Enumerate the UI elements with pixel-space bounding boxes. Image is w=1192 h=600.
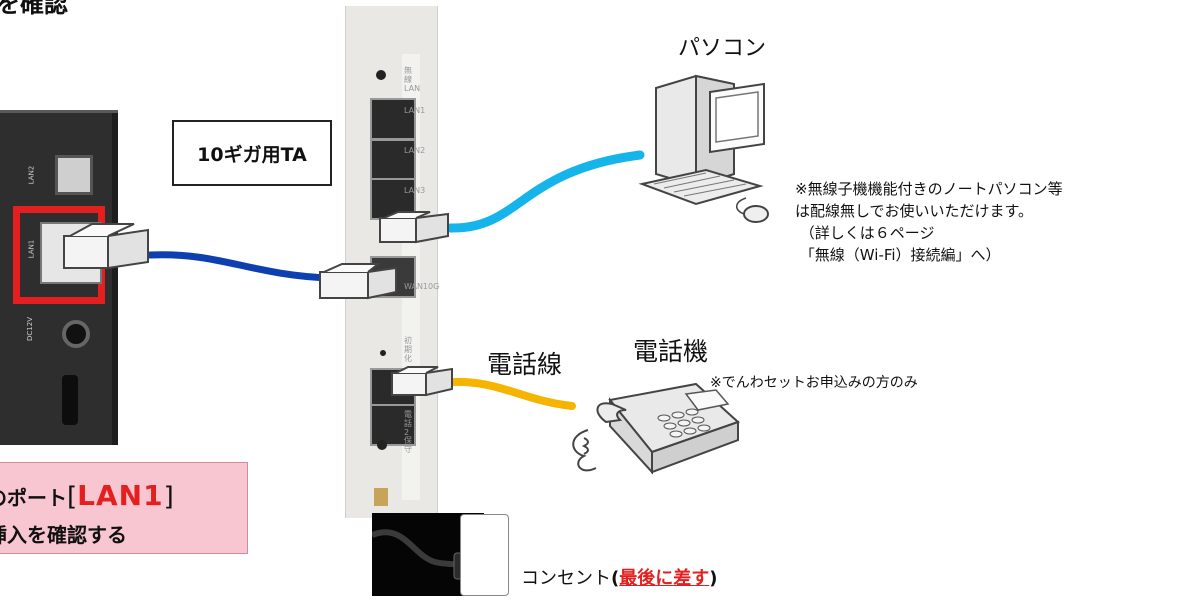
lan-plug-ta-lan (379, 211, 449, 244)
router-slot (62, 375, 78, 425)
ta-init-button (380, 350, 386, 356)
wall-outlet (460, 514, 509, 596)
ta-label-init: 初期化 (404, 336, 412, 363)
ta-wireless-led (376, 70, 386, 80)
lan1-notice-box: のポート[LAN1] 挿入を確認する (0, 462, 248, 554)
notice-port-name: LAN1 (77, 479, 164, 512)
ta-bottom-tab (374, 488, 388, 506)
ta-maintenance-led (377, 440, 387, 450)
notice-prefix: のポート (0, 486, 67, 510)
ta-tel2-port (370, 404, 416, 446)
ta-label-wireless: 無線LAN (404, 66, 421, 93)
phone-plug (391, 366, 453, 397)
lan-plug-router (63, 223, 149, 270)
ta-label-lan2: LAN2 (404, 146, 426, 155)
lan-cable-ta-to-pc (445, 150, 645, 233)
ta-label-save: 保守 (404, 436, 412, 454)
phone-cable (446, 377, 576, 410)
desktop-pc-icon (638, 74, 769, 223)
onu-router-photo: LAN2 LAN1 DC12V (0, 110, 118, 445)
section-title-fragment: を確認 (0, 0, 68, 18)
ta-label-lan1: LAN1 (404, 106, 426, 115)
pc-wireless-note: ※無線子機機能付きのノートパソコン等 は配線無しでお使いいただけます。 （詳しく… (795, 180, 1063, 264)
notice-bracket-close: ] (163, 482, 174, 512)
lan-plug-ta-wan (319, 263, 397, 300)
lan-cable-router-to-ta (146, 251, 334, 282)
ta-label-box: 10ギガ用TA (172, 120, 332, 186)
ta-label-lan3: LAN3 (404, 186, 426, 195)
outlet-label-prefix: コンセント (521, 568, 611, 589)
outlet-label: コンセント(最後に差す) (521, 564, 717, 590)
phone-line-label: 電話線 (487, 350, 563, 379)
notice-line1: のポート[LAN1] (0, 479, 174, 512)
router-lan2-port (55, 155, 93, 195)
outlet-paren-close: ) (709, 568, 718, 589)
phone-label: 電話機 (633, 337, 709, 366)
telephone-icon (572, 382, 740, 475)
notice-line2: 挿入を確認する (0, 523, 127, 547)
outlet-paren-open: ( (611, 568, 620, 589)
dc-jack (62, 320, 90, 348)
phone-note: ※でんわセットお申込みの方のみ (710, 375, 918, 391)
outlet-emphasis: 最後に差す (619, 568, 710, 589)
notice-bracket-open: [ (67, 482, 78, 512)
pc-label: パソコン (678, 36, 767, 61)
ta-label-tel: 電話2 (404, 410, 412, 437)
